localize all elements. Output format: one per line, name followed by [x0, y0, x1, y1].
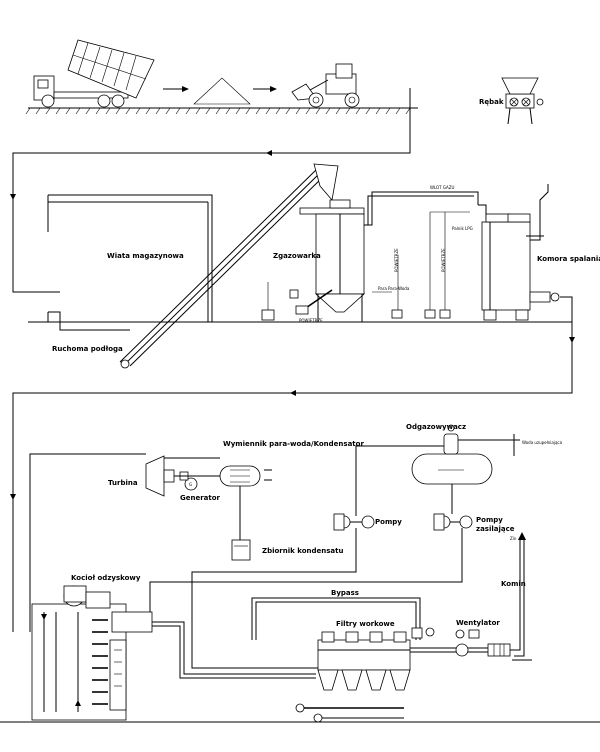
- zbiornik-label: Zbiornik kondensatu: [262, 547, 343, 555]
- pompy: [191, 445, 446, 669]
- bypass-line: [251, 597, 421, 640]
- turbina-label: Turbina: [108, 479, 138, 487]
- filtry-workowe: [295, 631, 411, 723]
- wheel-loader: [291, 63, 360, 108]
- ground-line-top: [25, 107, 418, 115]
- wiata-building: [47, 194, 213, 322]
- rebak-label: Rębak: [479, 98, 504, 106]
- bypass-label: Bypass: [331, 589, 359, 597]
- air-lines: [261, 211, 470, 321]
- generator: [174, 471, 198, 491]
- filtry-label: Filtry workowe: [336, 620, 395, 628]
- steam-to-turbine: [29, 453, 220, 632]
- odgazowywacz: [411, 424, 520, 485]
- turbina: [145, 455, 175, 497]
- komora-spalania: [481, 184, 560, 321]
- zin-label: Zin: [510, 536, 517, 541]
- powietrze-1-label: POWIETRZE: [299, 318, 323, 323]
- pompy-zasilajace: [149, 484, 473, 628]
- zbiornik-kondensatu: [231, 486, 251, 561]
- komora-label: Komora spalania: [537, 255, 600, 263]
- flue-gas-to-filters: [152, 621, 316, 679]
- gas-pipe: [364, 191, 487, 226]
- generator-symbol: G: [189, 482, 192, 487]
- ruchoma-podloga: [47, 311, 130, 331]
- komin-chimney: [510, 532, 532, 661]
- zgazowarka-label: Zgazowarka: [273, 252, 321, 260]
- dump-truck: [33, 39, 155, 108]
- flue-gas-line: [10, 296, 575, 632]
- woda-uzupelniajaca-label: Woda uzupełniająca: [522, 440, 563, 445]
- para-woda-label: Para Para-Woda: [378, 286, 410, 291]
- ruchoma-label: Ruchoma podłoga: [52, 345, 123, 353]
- wiata-label: Wiata magazynowa: [107, 252, 184, 260]
- conveyor-line: [10, 88, 411, 293]
- powietrze-3-label: POWIETRZE: [441, 248, 446, 272]
- flow-arrow: [253, 86, 277, 92]
- powietrze-2-label: POWIETRZE: [394, 248, 399, 272]
- pompy-label: Pompy: [375, 518, 402, 526]
- generator-label: Generator: [180, 494, 221, 502]
- wymiennik-kondensator: [174, 465, 272, 487]
- wlot-gazu-label: WLOT GAZU: [430, 185, 454, 190]
- palnik-lpg-label: Palnik LPG: [452, 226, 473, 231]
- wentylator-label: Wentylator: [456, 619, 500, 627]
- inclined-conveyor: [119, 163, 339, 369]
- komin-label: Komin: [501, 580, 526, 588]
- odgazowywacz-label: Odgazowywacz: [406, 423, 466, 431]
- kociol-odzyskowy: [31, 585, 153, 721]
- kociol-label: Kocioł odzyskowy: [71, 574, 141, 582]
- wentylator: [455, 629, 511, 657]
- rebak-chipper: [501, 77, 544, 125]
- flow-arrow: [163, 86, 189, 92]
- wymiennik-label: Wymiennik para-woda/Kondensator: [223, 440, 364, 448]
- zgazowarka-gasifier: [295, 199, 366, 322]
- wood-chip-pile: [193, 77, 251, 105]
